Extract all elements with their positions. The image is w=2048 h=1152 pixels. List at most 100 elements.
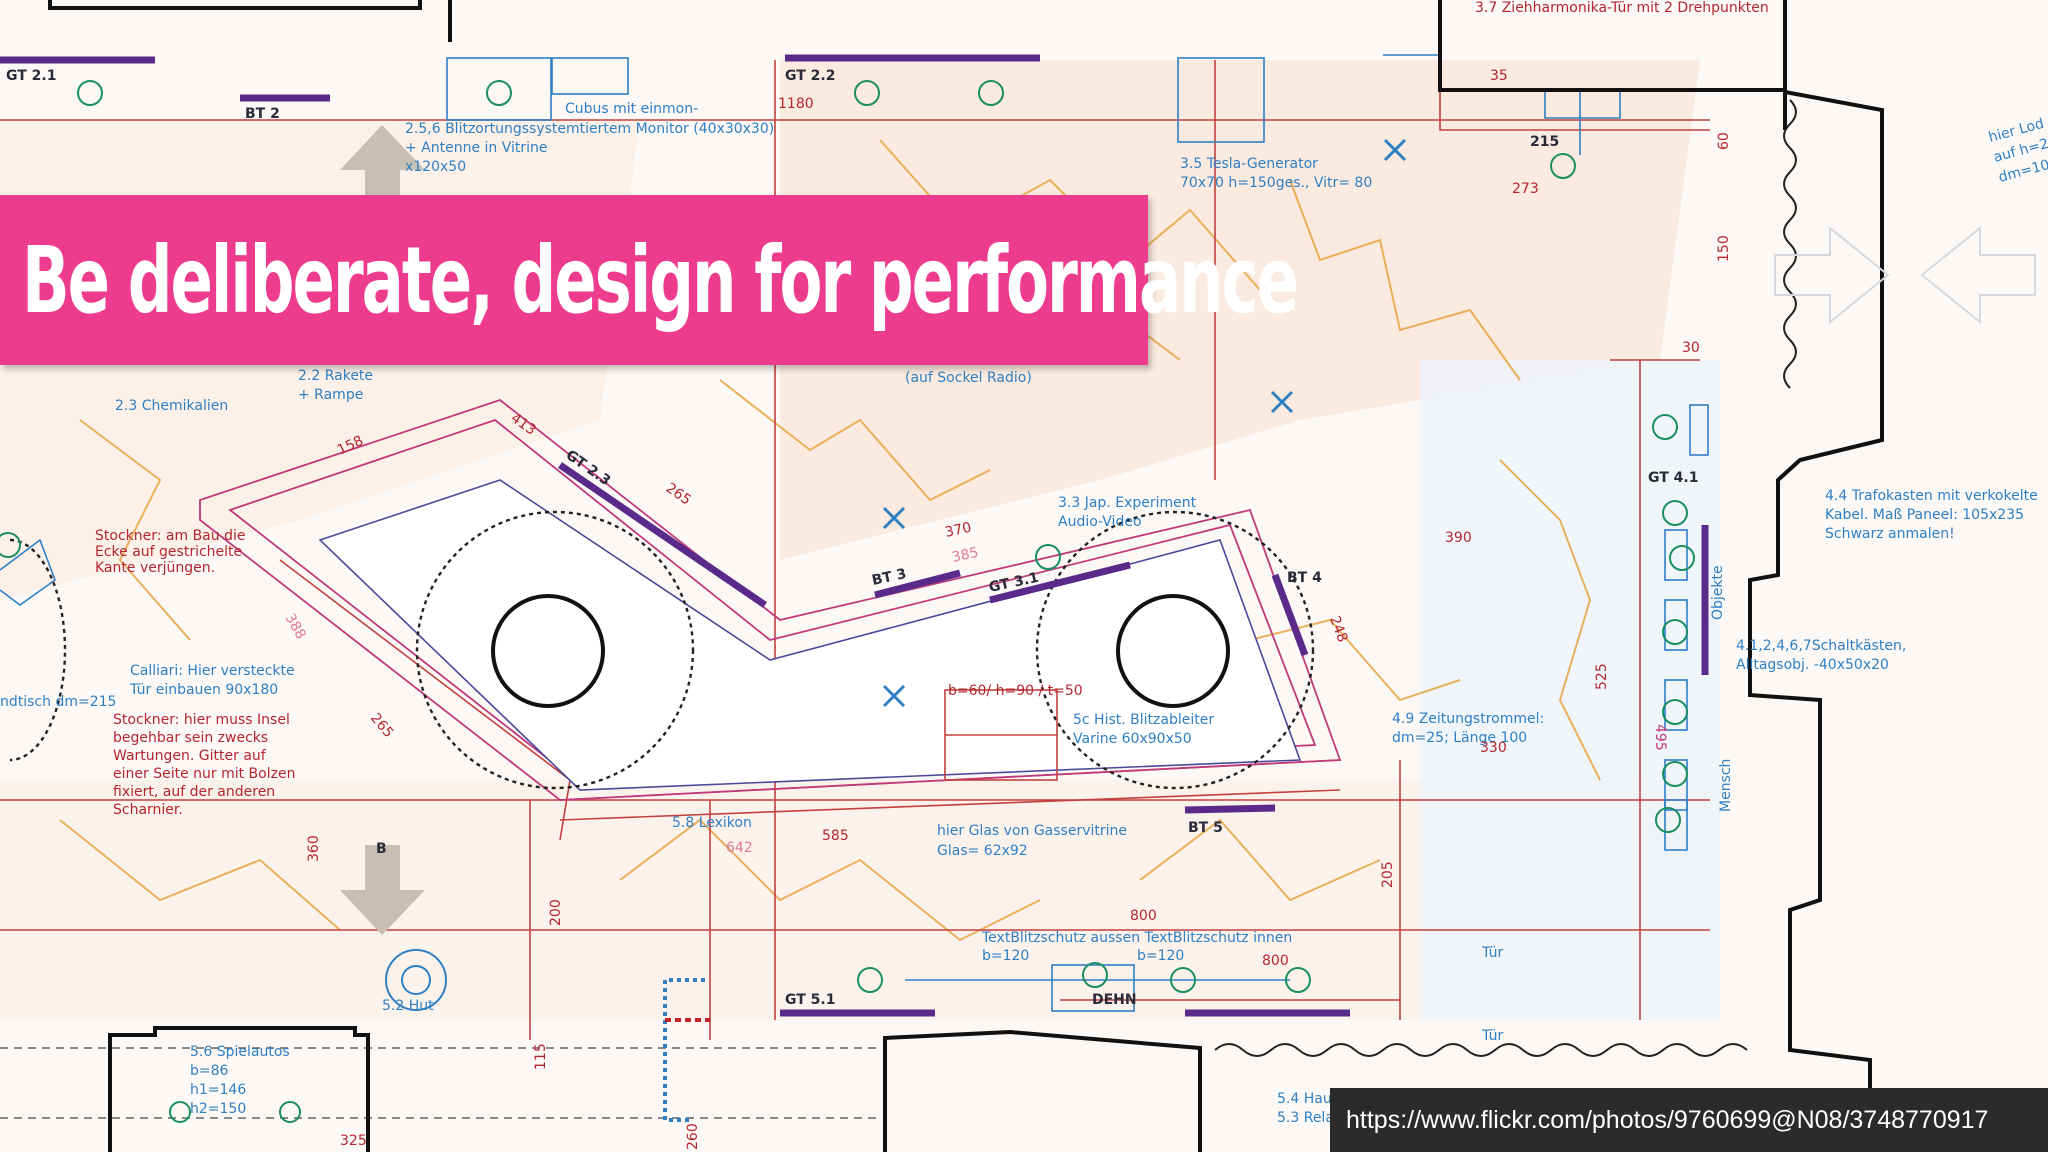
plan-circles <box>9 510 1315 1011</box>
plan-label-360: 360 <box>306 835 322 862</box>
title-banner: Be deliberate, design for performance <box>0 195 1299 365</box>
plan-label-zeitung-1: 4.9 Zeitungstrommel: <box>1392 711 1544 727</box>
photo-credit-text: https://www.flickr.com/photos/9760699@N0… <box>1346 1105 1989 1134</box>
plan-x-markers <box>882 138 1407 708</box>
plan-label-cubus: Cubus mit einmon- <box>565 101 698 117</box>
plan-label-gt41: GT 4.1 <box>1648 470 1698 486</box>
plan-wavy-curtain-bottom <box>1214 1043 1748 1057</box>
plan-label-265a: 265 <box>663 480 694 508</box>
plan-circle-right-solid <box>1116 594 1230 708</box>
plan-label-800a: 800 <box>1130 908 1157 924</box>
plan-label-rakete-1: 2.2 Rakete <box>298 368 373 384</box>
plan-label-gasser-1: hier Glas von Gasservitrine <box>937 823 1127 839</box>
plan-label-zeitung-2: dm=25; Länge 100 <box>1392 730 1527 746</box>
plan-label-spielautos-1: 5.6 Spielautos <box>190 1044 290 1060</box>
plan-label-800b: 800 <box>1262 953 1289 969</box>
plan-label-stockner1-3: Kante verjüngen. <box>95 560 215 576</box>
plan-label-blitz-monitor-2: + Antenne in Vitrine <box>405 140 548 156</box>
plan-label-blitz-monitor-1: 2.5,6 Blitzortungssystemtiertem Monitor … <box>405 121 774 137</box>
plan-label-30: 30 <box>1682 340 1700 356</box>
plan-label-b120b: b=120 <box>1137 948 1184 964</box>
plan-peach-zone-bottom <box>0 780 1710 1020</box>
plan-arrow-down <box>340 845 425 935</box>
plan-label-tesla-1: 3.5 Tesla-Generator <box>1180 156 1318 172</box>
plan-circle-left-solid <box>491 594 605 708</box>
plan-label-rela: 5.3 Rela <box>1277 1110 1334 1126</box>
plan-label-stockner1-2: Ecke auf gestrichelte <box>95 544 242 560</box>
plan-label-gt22: GT 2.2 <box>785 68 835 84</box>
plan-label-525: 525 <box>1594 663 1610 690</box>
plan-arrow-up <box>340 125 425 210</box>
plan-label-stockner2-2: begehbar sein zwecks <box>113 730 268 746</box>
plan-label-388: 388 <box>282 611 309 642</box>
plan-label-stockner1-1: Stockner: am Bau die <box>95 528 245 544</box>
plan-label-jap-2: Audio-Video <box>1058 514 1142 530</box>
plan-label-textblitz: TextBlitzschutz aussen TextBlitzschutz i… <box>981 930 1292 946</box>
plan-label-calliari-2: Tür einbauen 90x180 <box>129 682 278 698</box>
plan-label-200: 200 <box>548 899 564 926</box>
plan-label-blitz-monitor-3: x120x50 <box>405 159 466 175</box>
plan-label-calliari-1: Calliari: Hier versteckte <box>130 663 295 679</box>
plan-peach-zone <box>780 60 1700 560</box>
plan-label-tesla-2: 70x70 h=150ges., Vitr= 80 <box>1180 175 1372 191</box>
plan-label-rakete-2: + Rampe <box>298 387 363 403</box>
plan-label-385: 385 <box>951 545 980 566</box>
plan-label-schaltkasten-2: Alltagsobj. -40x50x20 <box>1736 657 1889 673</box>
plan-label-objekte: Objekte <box>1710 565 1726 620</box>
plan-label-585: 585 <box>822 828 849 844</box>
plan-label-tisch: ndtisch dm=215 <box>0 694 116 710</box>
plan-label-325: 325 <box>340 1133 367 1149</box>
plan-label-205: 205 <box>1380 861 1396 888</box>
plan-hut-circle <box>385 949 447 1011</box>
plan-grey-dashed <box>0 1047 880 1119</box>
plan-label-bt4: BT 4 <box>1287 570 1322 586</box>
plan-label-stockner2-4: einer Seite nur mit Bolzen <box>113 766 295 782</box>
plan-label-hut: 5.2 Hut <box>382 998 434 1014</box>
plan-wavy-curtain <box>1783 99 1797 389</box>
plan-label-blitzableiter-2: Varine 60x90x50 <box>1073 731 1192 747</box>
plan-label-b-marker: B <box>376 841 387 857</box>
plan-label-schaltkasten-1: 4.1,2,4,6,7Schaltkästen, <box>1736 638 1906 654</box>
plan-arrows-right <box>1774 225 2036 325</box>
plan-label-gasser-2: Glas= 62x92 <box>937 843 1028 859</box>
plan-label-bh: b=60/ h=90 / t=50 <box>948 683 1083 699</box>
plan-circle-right-dashed <box>1035 510 1315 790</box>
plan-label-1180: 1180 <box>778 96 814 112</box>
plan-circle-left-dashed <box>415 510 695 790</box>
plan-label-ziehharmonika: 3.7 Ziehharmonika-Tür mit 2 Drehpunkten <box>1475 0 1769 16</box>
plan-label-b120a: b=120 <box>982 948 1029 964</box>
plan-label-215: 215 <box>1530 134 1559 150</box>
plan-label-273: 273 <box>1512 181 1539 197</box>
plan-label-tuer2: Tür <box>1481 1028 1504 1044</box>
plan-label-blitzableiter-1: 5c Hist. Blitzableiter <box>1073 712 1214 728</box>
plan-label-trafo-1: 4.4 Trafokasten mit verkokelte <box>1825 488 2038 504</box>
plan-label-stockner2-5: fixiert, auf der anderen <box>113 784 275 800</box>
photo-credit-url[interactable]: https://www.flickr.com/photos/9760699@N0… <box>1330 1088 2048 1152</box>
plan-label-dehn: DEHN <box>1092 992 1137 1008</box>
plan-label-642: 642 <box>726 840 753 856</box>
plan-label-248: 248 <box>1326 614 1350 645</box>
plan-label-trafo-3: Schwarz anmalen! <box>1825 526 1955 542</box>
plan-label-stockner2-6: Scharnier. <box>113 802 183 818</box>
plan-label-bt5: BT 5 <box>1188 820 1223 836</box>
plan-label-hau: 5.4 Hau <box>1277 1091 1332 1107</box>
plan-label-330: 330 <box>1480 740 1507 756</box>
plan-label-jap-1: 3.3 Jap. Experiment <box>1058 495 1197 511</box>
plan-label-mensch: Mensch <box>1718 759 1734 812</box>
plan-label-bt3: BT 3 <box>871 566 908 589</box>
plan-label-lexikon: 5.8 Lexikon <box>672 815 752 831</box>
plan-label-150: 150 <box>1716 235 1732 262</box>
plan-hut-circle-inner <box>401 965 431 995</box>
plan-label-115: 115 <box>533 1043 549 1070</box>
plan-island-inner <box>318 479 1302 791</box>
slide-title: Be deliberate, design for performance <box>22 226 1299 334</box>
plan-label-390: 390 <box>1445 530 1472 546</box>
plan-label-stockner2-3: Wartungen. Gitter auf <box>113 748 267 764</box>
plan-label-495: 495 <box>1652 724 1668 751</box>
plan-label-bt2: BT 2 <box>245 106 280 122</box>
plan-label-260: 260 <box>685 1123 701 1150</box>
plan-label-265b: 265 <box>367 710 396 741</box>
plan-black-walls <box>48 0 1884 1152</box>
